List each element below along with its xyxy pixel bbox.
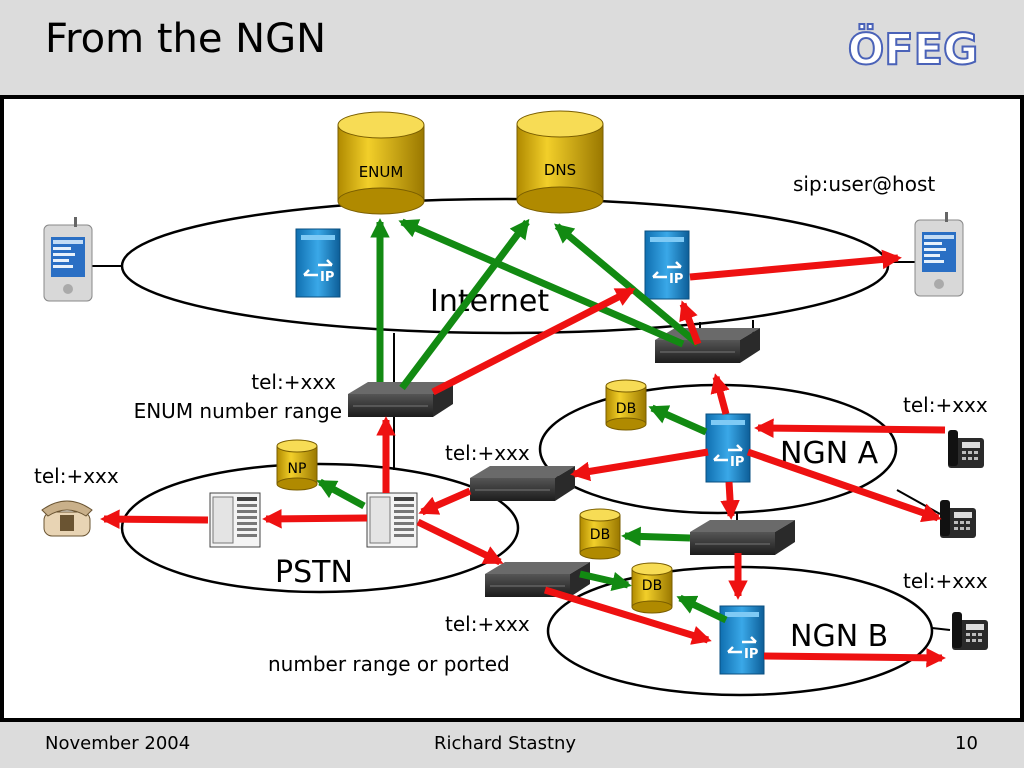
pstn-label: PSTN <box>275 555 353 590</box>
oefeg-logo: ÖFEG <box>848 24 979 75</box>
enum-database-icon: ENUM <box>337 111 425 215</box>
ngn-b-border-gateway-icon <box>484 561 591 598</box>
internet-border-gateway-icon <box>654 327 761 364</box>
db-icon-ngn-a: DB <box>605 379 647 431</box>
ngn-b-label: NGN B <box>790 619 888 654</box>
np-database-icon: NP <box>276 439 318 491</box>
pstn-network <box>120 462 520 594</box>
dns-db-label: DNS <box>544 161 576 179</box>
pstn-local-switch-icon <box>209 492 261 548</box>
ngn-b-phone-tel-label: tel:+xxx <box>903 569 988 593</box>
np-db-label: NP <box>288 461 307 477</box>
dns-database-icon: DNS <box>516 110 604 214</box>
right-border <box>1020 99 1024 718</box>
footer: November 2004 Richard Stastny 10 <box>0 722 1024 768</box>
ngn-b-gateway-tel-label: tel:+xxx <box>445 612 530 636</box>
footer-date: November 2004 <box>45 733 191 754</box>
db-icon-ngn-b: DB <box>631 562 673 614</box>
db-label: DB <box>642 578 662 594</box>
sip-server-internet-left-icon <box>294 227 342 299</box>
ngn-a-phone-2-icon <box>940 500 976 538</box>
pstn-transit-switch-icon <box>366 492 418 548</box>
ngn-b-phone-icon <box>952 612 988 650</box>
pstn-tel-label: tel:+xxx <box>34 464 119 488</box>
internet-label: Internet <box>430 284 549 319</box>
pda-right-icon <box>914 211 964 297</box>
enum-number-range-label: ENUM number range <box>134 399 342 423</box>
ngn-a-gateway-tel-label: tel:+xxx <box>445 441 530 465</box>
title-bar <box>0 0 1024 95</box>
signalling-arrows <box>100 249 946 668</box>
ngn-a-phone-icon <box>948 430 984 468</box>
db-label: DB <box>590 527 610 543</box>
header-divider <box>0 95 1024 99</box>
sip-server-internet-right-icon <box>643 229 691 301</box>
enum-db-label: ENUM <box>359 163 404 181</box>
ngn-ab-interconnect-gateway-icon <box>689 519 796 556</box>
enum-tel-label: tel:+xxx <box>251 370 336 394</box>
db-icon-pstn-gateway: DB <box>579 508 621 560</box>
slide-title: From the NGN <box>45 16 327 62</box>
footer-author: Richard Stastny <box>434 733 577 754</box>
footer-page-number: 10 <box>955 733 978 754</box>
ngn-a-border-gateway-icon <box>469 465 576 502</box>
query-arrows <box>316 218 728 624</box>
analog-phone-icon <box>41 500 93 537</box>
ngn-a-phone-tel-label: tel:+xxx <box>903 393 988 417</box>
sip-server-ngn-a-icon <box>704 412 752 484</box>
sip-uri-label: sip:user@host <box>793 172 935 196</box>
db-label: DB <box>616 401 636 417</box>
left-border <box>0 99 4 718</box>
pda-left-icon <box>43 216 93 302</box>
footer-divider <box>0 718 1024 722</box>
sip-server-ngn-b-icon <box>718 604 766 676</box>
number-range-ported-label: number range or ported <box>268 652 510 676</box>
